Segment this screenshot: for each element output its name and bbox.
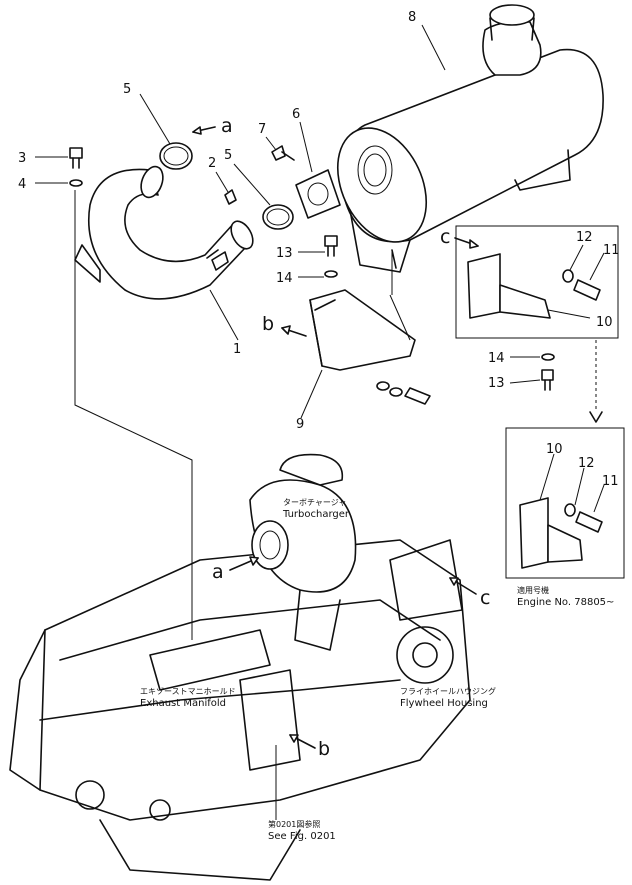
callout-12-bottom: 12	[578, 456, 595, 471]
bracket-detail-box	[455, 225, 619, 339]
callout-6: 6	[292, 107, 300, 122]
letter-a-bottom: a	[212, 561, 224, 583]
engine-block	[9, 539, 471, 881]
engine-number-label: Engine No. 78805~	[517, 597, 614, 608]
turbocharger-label-jp: ターボチャージャ	[283, 498, 346, 507]
callout-1: 1	[233, 342, 241, 357]
muffler	[336, 4, 604, 273]
flywheel-housing-label: Flywheel Housing	[400, 698, 488, 709]
callout-12-top: 12	[576, 230, 593, 245]
callout-7: 7	[258, 122, 266, 137]
bolt-7	[271, 145, 286, 161]
callout-11-bottom: 11	[602, 474, 619, 489]
bolt-13-top	[324, 235, 338, 247]
see-figure-label: See Fig. 0201	[268, 831, 336, 842]
washer-4	[69, 179, 83, 187]
washer-14-top	[324, 270, 338, 278]
callout-5-middle: 5	[224, 148, 232, 163]
letter-c-bottom: c	[480, 587, 490, 609]
flange-plate	[295, 169, 341, 219]
callout-5-top: 5	[123, 82, 131, 97]
stud-2	[224, 189, 237, 205]
callout-4: 4	[18, 177, 26, 192]
see-figure-label-jp: 第0201図参照	[268, 819, 320, 829]
bolt-3	[69, 147, 83, 159]
callout-14-bottom: 14	[488, 351, 505, 366]
callout-3: 3	[18, 151, 26, 166]
turbocharger-label: Turbocharger	[282, 509, 350, 520]
exhaust-manifold-label-jp: エキゾーストマニホールド	[140, 687, 236, 696]
flywheel-housing-label-jp: フライホイールハウジング	[400, 686, 496, 696]
bracket-9	[309, 289, 416, 371]
bracket-10-variant	[519, 497, 549, 569]
bracket-10-top	[467, 253, 501, 319]
callout-11-top: 11	[603, 243, 620, 258]
callout-10-bottom: 10	[546, 442, 563, 457]
leader-lines	[35, 24, 605, 820]
letter-a-top: a	[221, 115, 233, 137]
callout-8: 8	[408, 10, 416, 25]
letter-b-bottom: b	[318, 738, 330, 760]
turbocharger	[249, 453, 357, 651]
exhaust-pipe	[74, 165, 254, 300]
exhaust-manifold	[149, 629, 271, 691]
callout-13-bottom: 13	[488, 376, 505, 391]
letter-c-top: c	[440, 226, 450, 248]
callout-9: 9	[296, 417, 304, 432]
exhaust-manifold-label: Exhaust Manifold	[140, 698, 226, 709]
callout-2: 2	[208, 156, 216, 171]
engine-number-label-jp: 適用号機	[517, 585, 549, 595]
callout-10-top: 10	[596, 315, 613, 330]
engine-variant-box	[505, 427, 625, 579]
callout-14-top: 14	[276, 271, 293, 286]
callout-13-top: 13	[276, 246, 293, 261]
letter-b-top: b	[262, 313, 274, 335]
